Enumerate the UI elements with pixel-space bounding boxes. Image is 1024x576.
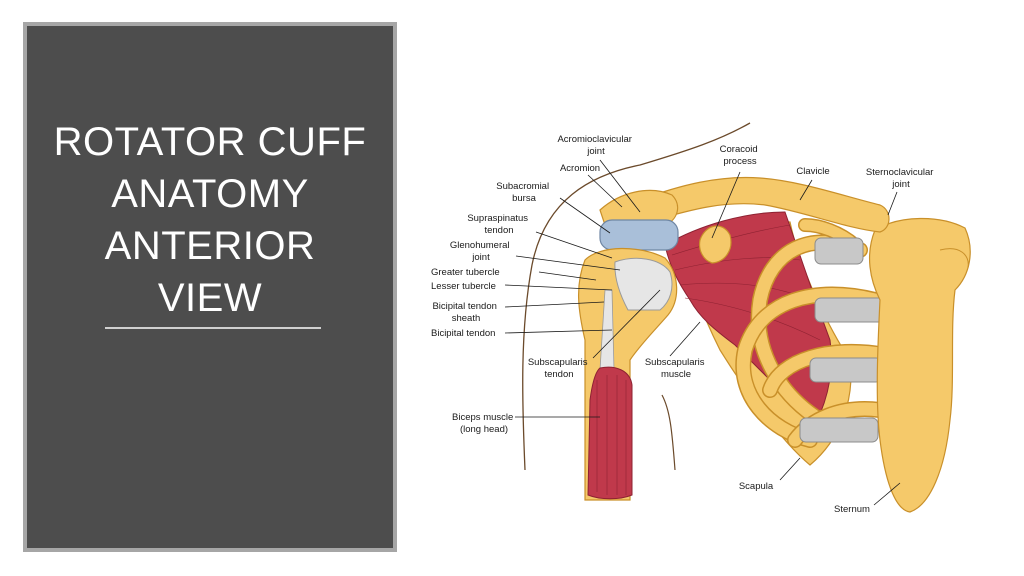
slide-title: ROTATOR CUFF ANATOMY ANTERIOR VIEW bbox=[27, 116, 393, 324]
slide-title-line-2: ANATOMY bbox=[111, 172, 309, 216]
title-panel: ROTATOR CUFF ANATOMY ANTERIOR VIEW bbox=[23, 22, 397, 552]
label-subscapularis-tendon: Subscapularis tendon bbox=[528, 357, 590, 380]
label-bicipital-tendon: Bicipital tendon bbox=[431, 328, 495, 339]
label-coracoid-process: Coracoid process bbox=[720, 144, 761, 167]
label-glenohumeral-joint: Glenohumeral joint bbox=[450, 240, 512, 263]
arm-outline bbox=[661, 394, 676, 471]
label-acromioclavicular-joint: Acromioclavicular joint bbox=[557, 134, 634, 157]
coracoid-process-shape bbox=[698, 225, 732, 264]
subacromial-bursa-shape bbox=[599, 219, 679, 251]
shoulder-anatomy-diagram: Acromioclavicular joint Coracoid process… bbox=[431, 122, 971, 515]
biceps-fibers bbox=[596, 375, 627, 495]
label-subscapularis-muscle: Subscapularis muscle bbox=[645, 357, 707, 380]
label-acromion: Acromion bbox=[560, 163, 600, 174]
title-divider bbox=[105, 327, 321, 329]
label-clavicle: Clavicle bbox=[796, 166, 829, 177]
slide-title-line-1: ROTATOR CUFF bbox=[53, 120, 367, 164]
label-greater-tubercle: Greater tubercle bbox=[431, 267, 500, 278]
label-supraspinatus-tendon: Supraspinatus tendon bbox=[467, 213, 530, 236]
clavicle-shape bbox=[639, 176, 890, 233]
biceps-muscle-shape bbox=[587, 366, 633, 500]
label-scapula: Scapula bbox=[739, 481, 774, 492]
label-sternum: Sternum bbox=[834, 504, 870, 515]
title-panel-inner: ROTATOR CUFF ANATOMY ANTERIOR VIEW bbox=[27, 26, 393, 548]
label-biceps-muscle: Biceps muscle (long head) bbox=[452, 412, 516, 435]
label-subacromial-bursa: Subacromial bursa bbox=[496, 181, 551, 204]
leader-lines bbox=[504, 159, 901, 506]
label-lesser-tubercle: Lesser tubercle bbox=[431, 281, 496, 292]
slide-title-line-4: VIEW bbox=[157, 276, 263, 320]
label-sternoclavicular-joint: Sternoclavicular joint bbox=[866, 167, 936, 190]
sternum-shape bbox=[869, 217, 971, 513]
body-outline bbox=[522, 122, 751, 471]
glenohumeral-joint-shape bbox=[614, 257, 673, 311]
slide-title-line-3: ANTERIOR bbox=[104, 224, 316, 268]
label-bicipital-tendon-sheath: Bicipital tendon sheath bbox=[432, 301, 499, 324]
costal-cartilage bbox=[799, 237, 888, 443]
